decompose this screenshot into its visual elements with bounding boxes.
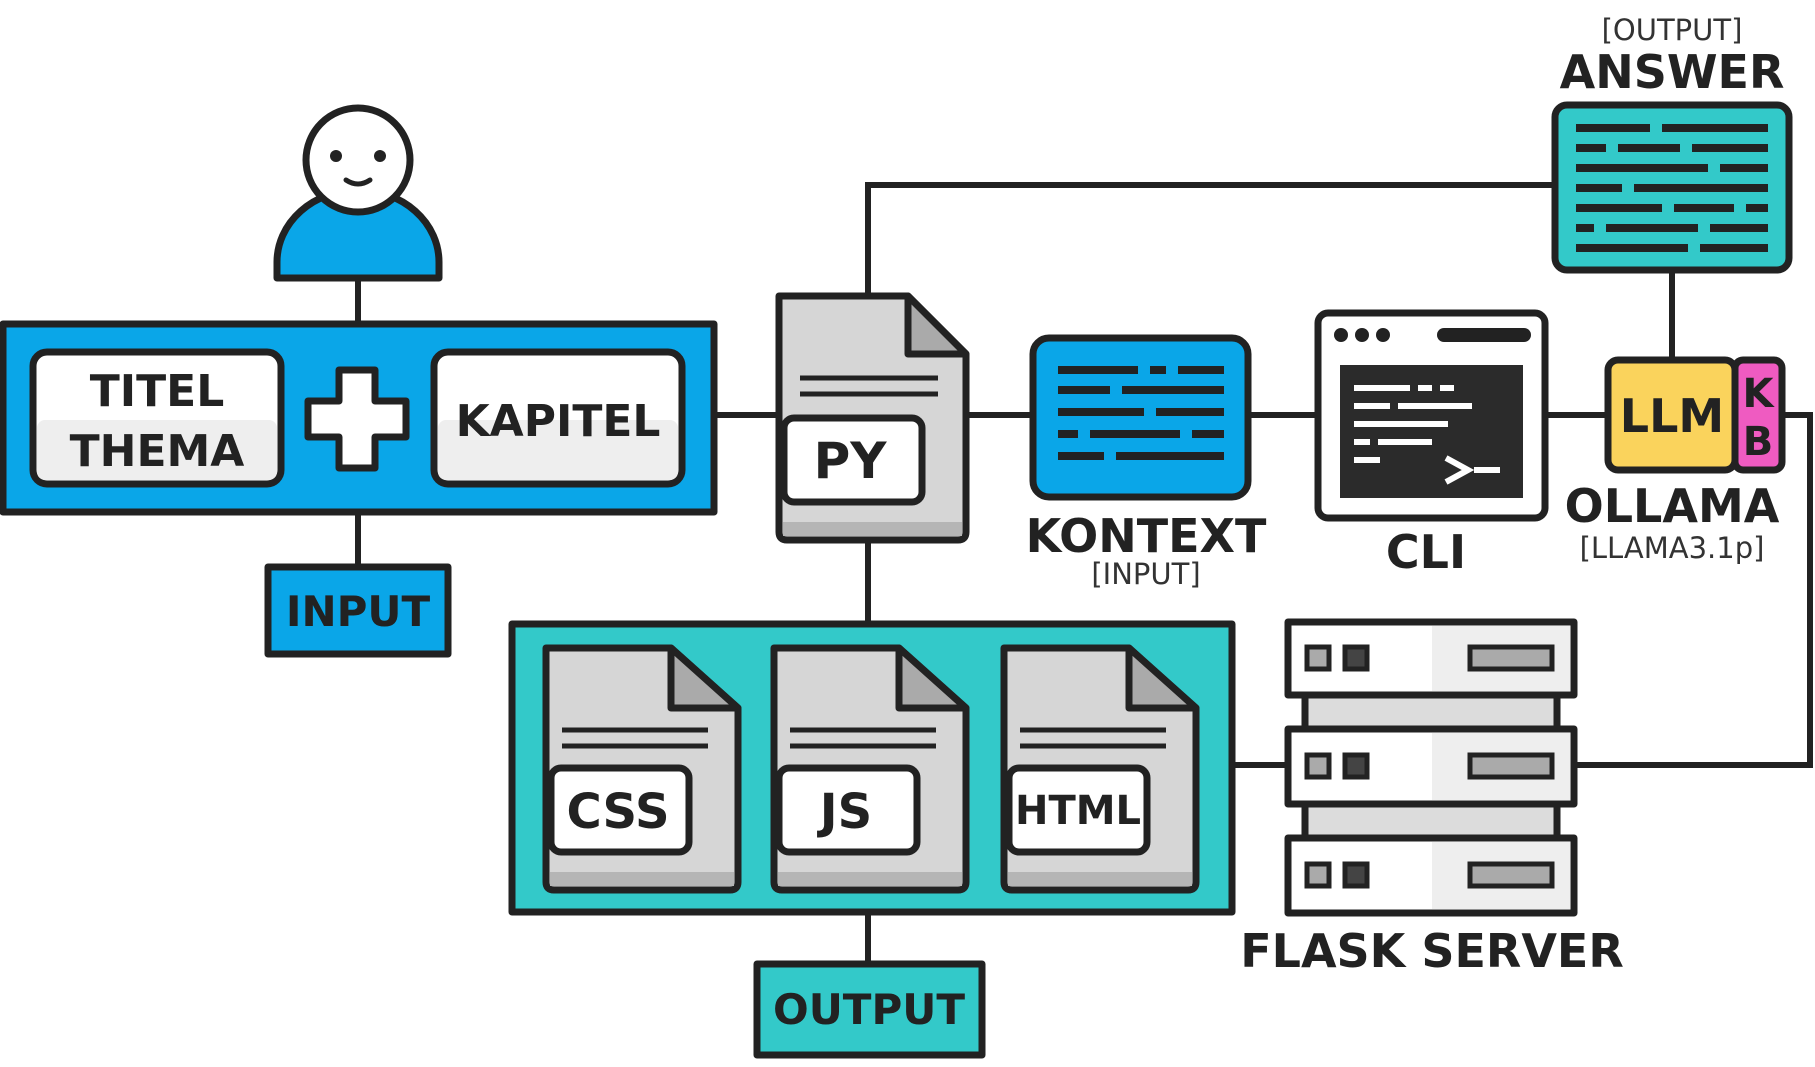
ollama-label: OLLAMA xyxy=(1565,479,1780,533)
css-label: CSS xyxy=(566,784,669,840)
js-document-icon: JS xyxy=(770,644,970,894)
input-panel: TITEL THEMA KAPITEL xyxy=(0,320,718,516)
kb-b-label: B xyxy=(1743,419,1774,465)
py-label: PY xyxy=(814,432,888,490)
html-document-icon: HTML xyxy=(1000,644,1200,894)
server-rack-icon: FLASK SERVER xyxy=(1240,618,1624,978)
output-panel: CSS JS HTML xyxy=(508,620,1236,916)
llm-label: LLM xyxy=(1620,389,1724,443)
html-label: HTML xyxy=(1015,788,1141,834)
connectors xyxy=(355,182,1813,962)
py-document-icon: PY xyxy=(775,292,970,544)
flask-server-label: FLASK SERVER xyxy=(1240,924,1624,978)
ollama-llm-block: LLM K B OLLAMA [LLAMA3.1p] xyxy=(1565,356,1786,565)
input-tag: INPUT xyxy=(264,563,452,658)
connector-kb-to-server xyxy=(1572,412,1813,768)
titel-thema-card: TITEL THEMA xyxy=(29,348,285,488)
output-tag: OUTPUT xyxy=(753,960,986,1059)
thema-label: THEMA xyxy=(70,426,245,477)
answer-document-icon: [OUTPUT] ANSWER xyxy=(1551,13,1793,274)
user-avatar-icon xyxy=(273,104,443,282)
output-label: OUTPUT xyxy=(773,985,965,1034)
css-document-icon: CSS xyxy=(542,644,742,894)
answer-top-label: [OUTPUT] xyxy=(1602,13,1743,47)
server-unit xyxy=(1284,725,1578,808)
plus-icon xyxy=(304,366,410,472)
js-label: JS xyxy=(817,784,872,840)
server-unit xyxy=(1284,618,1578,699)
ollama-sublabel: [LLAMA3.1p] xyxy=(1580,531,1765,565)
input-label: INPUT xyxy=(286,587,431,636)
kapitel-label: KAPITEL xyxy=(456,396,661,447)
kontext-label: KONTEXT xyxy=(1026,509,1267,563)
kapitel-card: KAPITEL xyxy=(430,348,686,488)
titel-label: TITEL xyxy=(90,366,225,417)
server-unit xyxy=(1284,834,1578,917)
terminal-window-icon: CLI xyxy=(1314,309,1549,579)
answer-label: ANSWER xyxy=(1560,45,1785,99)
connector-py-to-answer xyxy=(865,182,1555,296)
kontext-document-icon: KONTEXT [INPUT] xyxy=(1026,334,1267,591)
kontext-sublabel: [INPUT] xyxy=(1091,557,1200,591)
kb-k-label: K xyxy=(1743,371,1776,417)
cli-label: CLI xyxy=(1386,525,1466,579)
